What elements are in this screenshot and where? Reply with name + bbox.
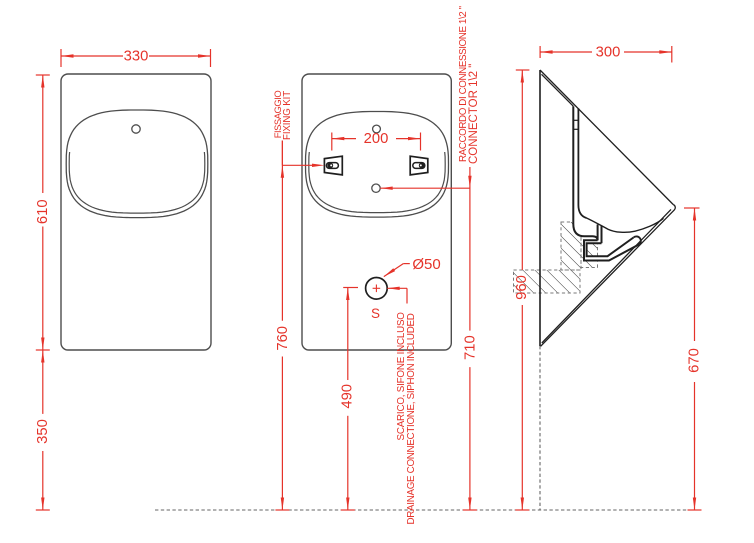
svg-text:DRAINAGE CONNECTIONE, SIPHON I: DRAINAGE CONNECTIONE, SIPHON INCLUDED <box>406 313 417 524</box>
svg-text:960: 960 <box>514 275 530 300</box>
svg-text:Ø50: Ø50 <box>412 256 440 273</box>
svg-text:CONNECTOR 1\2 ": CONNECTOR 1\2 " <box>468 64 480 164</box>
svg-text:610: 610 <box>35 199 51 224</box>
svg-text:FISSAGGIO: FISSAGGIO <box>272 91 283 139</box>
svg-text:S: S <box>371 306 380 321</box>
svg-text:330: 330 <box>124 49 149 65</box>
svg-text:670: 670 <box>687 348 703 373</box>
svg-text:200: 200 <box>364 131 389 147</box>
svg-text:710: 710 <box>462 335 478 360</box>
svg-text:760: 760 <box>275 326 291 351</box>
svg-text:FIXING KIT: FIXING KIT <box>282 91 293 140</box>
svg-text:350: 350 <box>35 419 51 444</box>
svg-text:RACCORDO DI CONNESSIONE 1\2 ": RACCORDO DI CONNESSIONE 1\2 " <box>458 5 469 162</box>
svg-text:490: 490 <box>339 384 355 409</box>
svg-text:300: 300 <box>596 45 621 61</box>
svg-text:SCARICO, SIFONE INCLUSO: SCARICO, SIFONE INCLUSO <box>396 312 407 441</box>
